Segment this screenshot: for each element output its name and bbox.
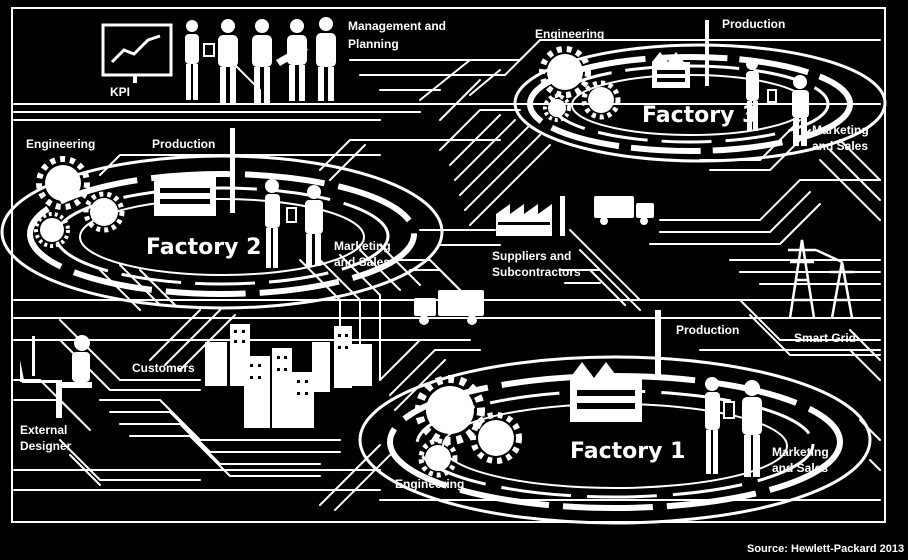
- external-designer-icon: [20, 335, 92, 418]
- factory-2-marketing-label-line1: Marketing: [334, 239, 391, 253]
- factory-1-people-icon: [705, 377, 762, 477]
- factory-2-marketing-label-line2: and Sales: [334, 255, 391, 269]
- factory-3-marketing-label-line1: Marketing: [812, 123, 869, 137]
- source-credit: Source: Hewlett-Packard 2013: [747, 543, 905, 555]
- factory-2-building-icon: [154, 128, 235, 216]
- suppliers-label-line1: Suppliers and: [492, 249, 572, 263]
- management-people-icon: [185, 17, 336, 103]
- supplier-truck-icon: [594, 196, 654, 225]
- delivery-truck-icon: [414, 290, 484, 325]
- factory-3-engineering-label: Engineering: [535, 27, 605, 41]
- factory-2-title: Factory 2: [146, 235, 262, 260]
- factory-3-production-label: Production: [722, 17, 786, 31]
- suppliers-label-line2: Subcontractors: [492, 265, 581, 279]
- diagram-frame: [11, 7, 886, 523]
- external-designer-label-line1: External: [20, 423, 68, 437]
- suppliers-factory-icon: [496, 196, 565, 236]
- factory-1-production-label: Production: [676, 323, 740, 337]
- factory-2-gears-icon: [34, 156, 125, 248]
- kpi-label: KPI: [110, 85, 131, 99]
- factory-3-marketing-label-line2: and Sales: [812, 139, 869, 153]
- management-label-line2: Planning: [348, 37, 399, 51]
- smart-grid-pylons-icon: [788, 239, 854, 319]
- factory-2-people-icon: [265, 179, 323, 268]
- factory-3-gears-icon: [539, 46, 621, 122]
- management-label-line1: Management and: [348, 19, 447, 33]
- factory-1-marketing-label-line2: and Sales: [772, 461, 829, 475]
- factory-1-title: Factory 1: [570, 439, 686, 464]
- factory-3-people-icon: [746, 58, 809, 146]
- factory-2-rings: [0, 154, 444, 310]
- factory-2-engineering-label: Engineering: [26, 137, 96, 151]
- factory-1-gears-icon: [415, 375, 522, 478]
- factory-3-building-icon: [652, 20, 709, 88]
- factory-1-engineering-label: Engineering: [395, 477, 465, 491]
- customers-label: Customers: [132, 361, 195, 375]
- kpi-monitor-icon: [101, 23, 173, 83]
- factory-3-title: Factory 3: [642, 103, 758, 128]
- factory-1-building-icon: [570, 310, 661, 422]
- smart-grid-label: Smart Grid: [794, 331, 857, 345]
- external-designer-label-line2: Designer: [20, 439, 72, 453]
- customers-city-icon: [205, 324, 372, 428]
- factory-1-marketing-label-line1: Marketing: [772, 445, 829, 459]
- factory-2-production-label: Production: [152, 137, 216, 151]
